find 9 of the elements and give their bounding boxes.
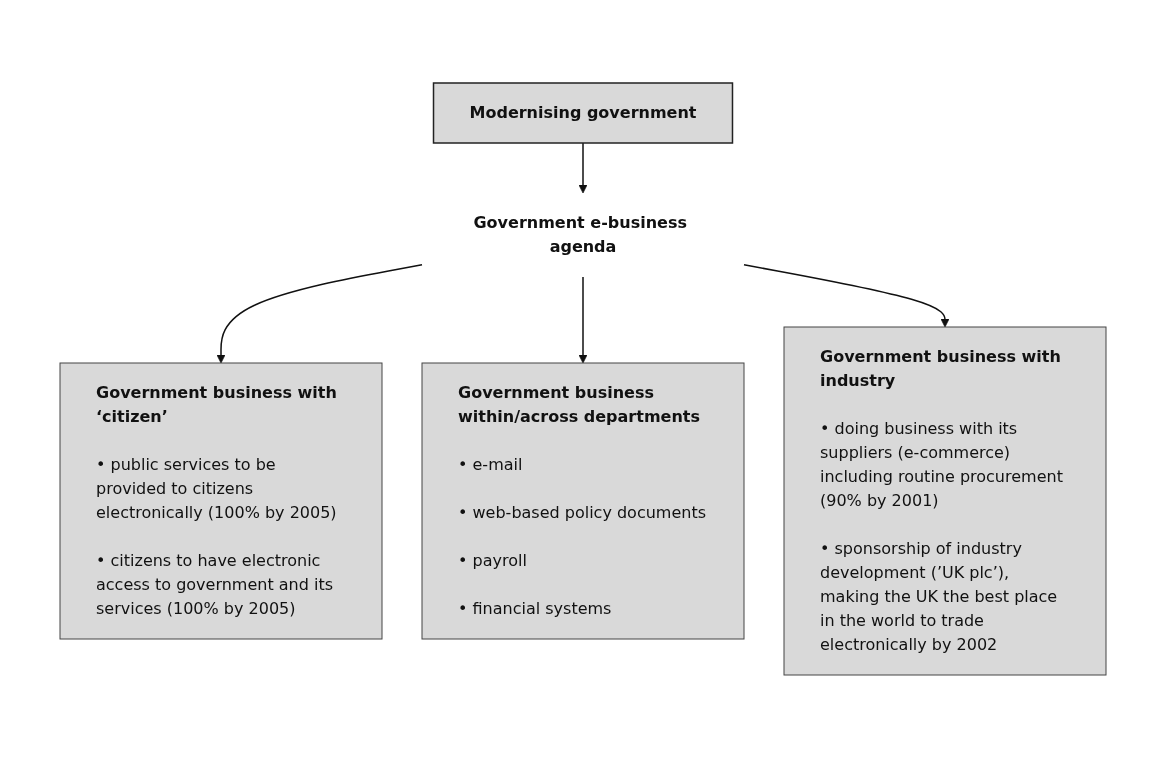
node-box: Modernising government xyxy=(432,81,733,144)
arrow xyxy=(578,141,587,193)
arrow xyxy=(216,263,423,363)
arrow xyxy=(578,275,587,363)
node-box: Government business with ‘citizen’ • public services to be provided to citizens electronically (100% by 2005) • citizens to have electronic access to government and its services (100% by 2005) xyxy=(59,362,382,639)
node-box: Government business within/across departments • e-mail • web-based policy documents • payroll • financial systems xyxy=(421,362,744,639)
arrow xyxy=(742,263,949,327)
node-box: Government business with industry • doing business with its suppliers (e-commerce) including routine procurement (90% by 2001) • sponsorship of industry development (’UK plc’), making the UK the best place in the world to trade electronically by 2002 xyxy=(783,326,1106,675)
node-text: Government e-business agenda xyxy=(472,212,687,256)
